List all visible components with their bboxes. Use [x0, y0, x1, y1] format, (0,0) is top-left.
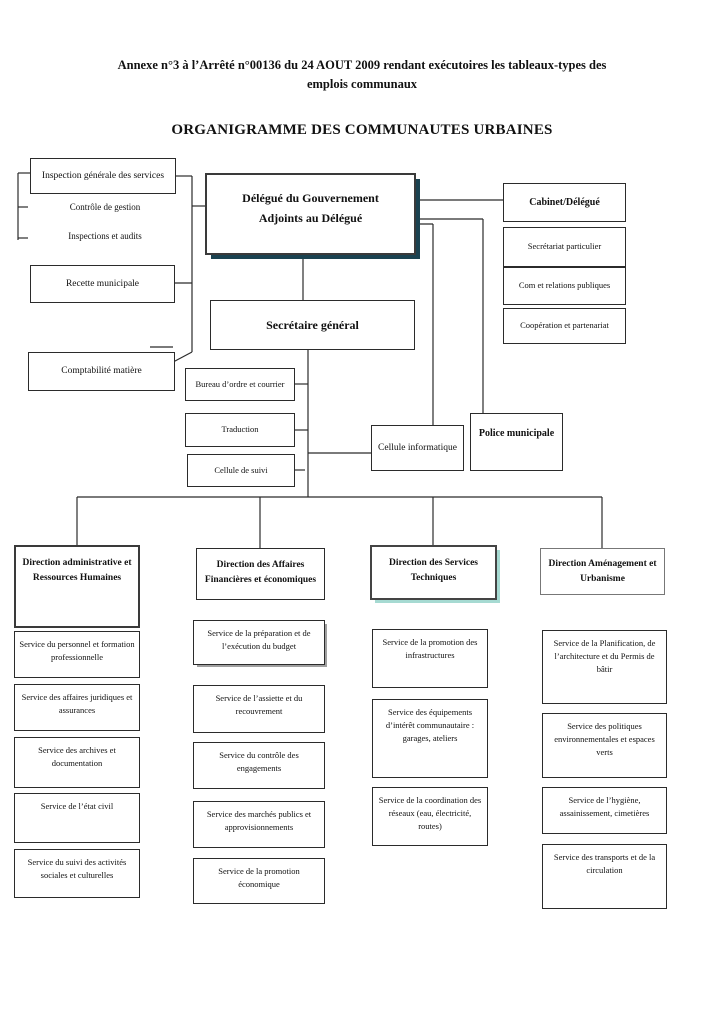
box-service-promotion-economique: Service de la promotion économique — [193, 858, 325, 904]
box-com-relations-publiques: Com et relations publiques — [503, 267, 626, 305]
box-cellule-suivi: Cellule de suivi — [187, 454, 295, 487]
box-service-equipements: Service des équipements d’intérêt commun… — [372, 699, 488, 778]
box-service-etat-civil: Service de l’état civil — [14, 793, 140, 843]
delegue-line2: Adjoints au Délégué — [258, 211, 363, 226]
box-comptabilite-matiere: Comptabilité matière — [28, 352, 175, 391]
box-service-promotion-infrastructures: Service de la promotion des infrastructu… — [372, 629, 488, 688]
box-inspection-generale: Inspection générale des services — [30, 158, 176, 194]
delegue-line1: Délégué du Gouvernement — [242, 191, 379, 205]
box-direction-affaires-financieres: Direction des Affaires Financières et éc… — [196, 548, 325, 600]
annexe-heading: Annexe n°3 à l’Arrêté n°00136 du 24 AOUT… — [117, 58, 607, 92]
box-delegue-gouvernement: Délégué du Gouvernement Adjoints au Délé… — [205, 173, 416, 255]
label-inspections-audits: Inspections et audits — [68, 231, 142, 241]
box-direction-amenagement: Direction Aménagement et Urbanisme — [540, 548, 665, 595]
box-service-archives: Service des archives et documentation — [14, 737, 140, 788]
box-service-preparation-budget: Service de la préparation et de l’exécut… — [193, 620, 325, 665]
box-service-hygiene: Service de l’hygiène, assainissement, ci… — [542, 787, 667, 834]
box-service-assiette: Service de l’assiette et du recouvrement — [193, 685, 325, 733]
box-service-controle-engagements: Service du contrôle des engagements — [193, 742, 325, 789]
box-cabinet-delegue: Cabinet/Délégué — [503, 183, 626, 222]
label-controle-gestion: Contrôle de gestion — [69, 202, 141, 212]
box-direction-administrative: Direction administrative et Ressources H… — [14, 545, 140, 628]
box-traduction: Traduction — [185, 413, 295, 447]
box-service-planification: Service de la Planification, de l’archit… — [542, 630, 667, 704]
box-service-transports: Service des transports et de la circulat… — [542, 844, 667, 909]
box-service-activites-sociales: Service du suivi des activités sociales … — [14, 849, 140, 898]
box-secretariat-particulier: Secrétariat particulier — [503, 227, 626, 267]
box-bureau-ordre-courrier: Bureau d’ordre et courrier — [185, 368, 295, 401]
box-service-marches-publics: Service des marchés publics et approvisi… — [193, 801, 325, 848]
box-service-affaires-juridiques: Service des affaires juridiques et assur… — [14, 684, 140, 731]
box-secretaire-general: Secrétaire général — [210, 300, 415, 350]
box-service-politiques-environnementales: Service des politiques environnementales… — [542, 713, 667, 778]
box-direction-services-techniques: Direction des Services Techniques — [370, 545, 497, 600]
box-cooperation-partenariat: Coopération et partenariat — [503, 308, 626, 344]
page-title: ORGANIGRAMME DES COMMUNAUTES URBAINES — [171, 122, 553, 138]
box-service-personnel: Service du personnel et formation profes… — [14, 631, 140, 678]
box-service-coordination-reseaux: Service de la coordination des réseaux (… — [372, 787, 488, 846]
box-police-municipale: Police municipale — [470, 413, 563, 471]
box-cellule-informatique: Cellule informatique — [371, 425, 464, 471]
box-recette-municipale: Recette municipale — [30, 265, 175, 303]
